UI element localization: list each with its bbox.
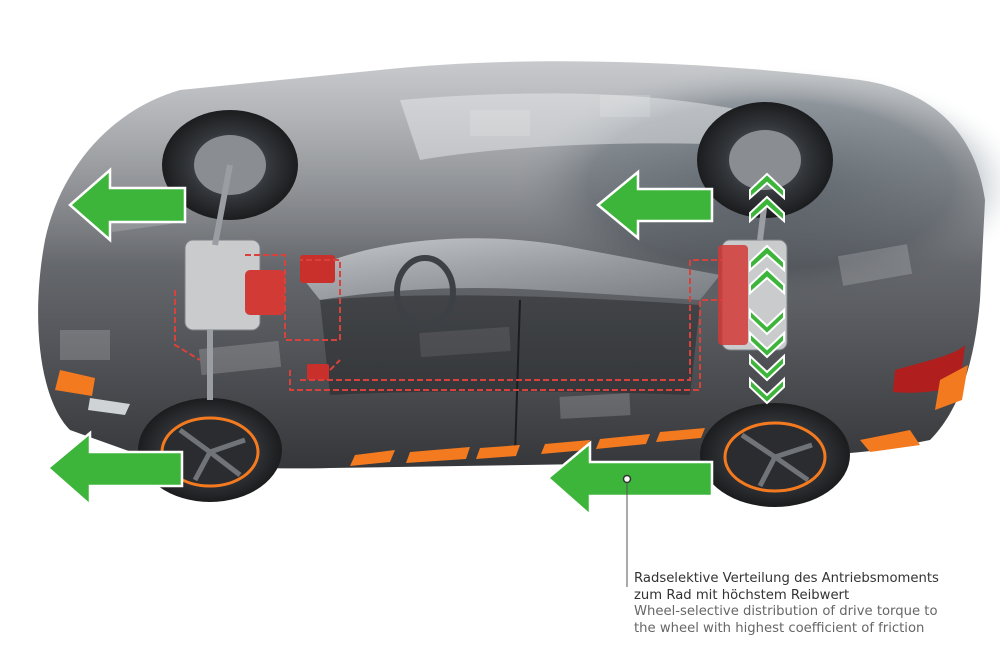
green-chevron-up-icon — [749, 267, 785, 296]
caption-english-line-1: Wheel-selective distribution of drive to… — [634, 604, 938, 619]
green-chevron-down-icon — [749, 330, 785, 359]
arrow-front-right — [46, 430, 184, 508]
green-chevron-down-icon — [749, 307, 785, 336]
green-chevron-up-icon — [749, 244, 785, 273]
green-chevron-down-icon — [749, 353, 785, 382]
front-motor-assembly — [184, 164, 335, 400]
wheel-rear-right — [700, 403, 850, 507]
green-arrow-left-icon — [596, 169, 714, 241]
green-arrow-left-icon — [68, 167, 187, 243]
arrow-rear-left — [596, 169, 714, 241]
arrow-front-left — [68, 167, 187, 243]
torque-flow-chevrons — [749, 172, 785, 405]
caption-leader — [622, 474, 632, 587]
green-chevron-down-icon — [749, 376, 785, 405]
battery-unit — [307, 364, 329, 380]
green-arrow-left-icon — [46, 430, 184, 508]
caption-english-line-2: the wheel with highest coefficient of fr… — [634, 620, 925, 636]
green-chevron-up-icon — [749, 172, 785, 201]
caption: Radselektive Verteilung des Antriebsmome… — [634, 571, 994, 637]
caption-german-line-2: zum Rad mit höchstem Reibwert — [634, 587, 850, 603]
steering-wheel — [394, 255, 456, 329]
wheel-rear-left — [697, 102, 833, 218]
caption-german-line-1: Radselektive Verteilung des Antriebsmome… — [634, 571, 939, 586]
power-circuit-lines — [174, 254, 722, 391]
green-chevron-up-icon — [749, 195, 785, 224]
